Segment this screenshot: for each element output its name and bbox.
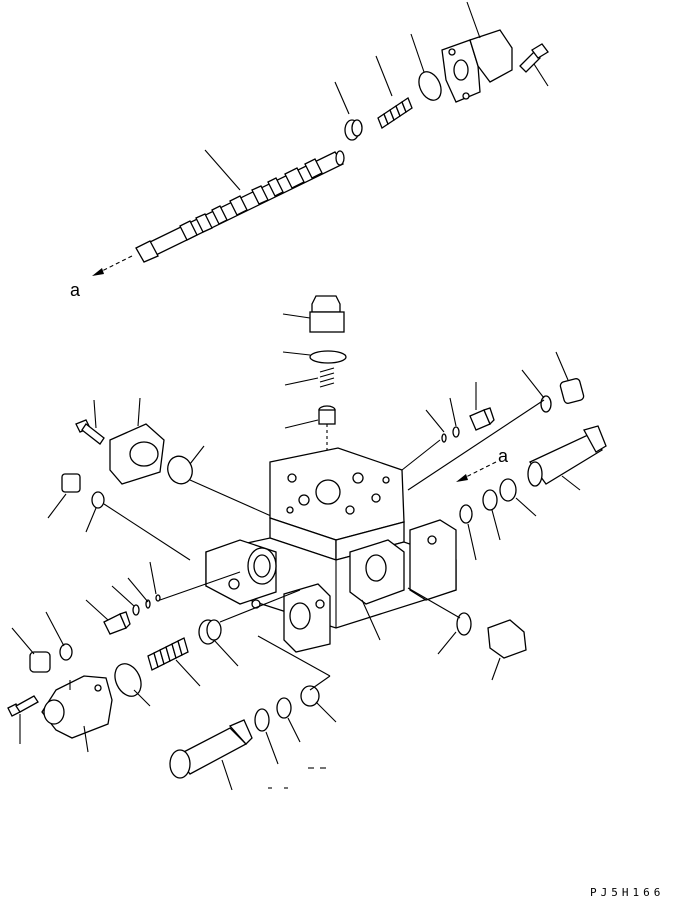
check-valve-plug-lower (169, 719, 253, 779)
leader-lines-right-upper (401, 351, 581, 561)
o-ring-lower-2 (276, 697, 292, 719)
o-ring-lower-1 (254, 708, 270, 732)
lower-retainer (198, 619, 222, 645)
o-ring-right-2 (482, 489, 498, 511)
relief-plug-stack (282, 295, 347, 460)
valve-body (205, 447, 457, 653)
o-ring-fitting-1 (452, 426, 460, 438)
plug-left-lower (29, 651, 51, 673)
o-ring-top (418, 71, 442, 101)
leader-lines-plug (282, 313, 319, 429)
o-ring-right-lower (456, 612, 472, 636)
flange-bolt-left (75, 419, 105, 445)
right-lower-parts (361, 587, 527, 681)
o-ring-right-3 (459, 504, 473, 524)
drawing-code: PJ5H166 (590, 886, 664, 899)
cap-bolt (519, 43, 549, 73)
leader-lines-top (204, 1, 549, 191)
lower-spring (147, 637, 189, 671)
right-upper-parts: a (401, 351, 607, 561)
o-ring-lower-cap (114, 663, 142, 697)
o-ring-flange (167, 455, 193, 485)
plug-top (309, 295, 345, 333)
leader-lines-left-upper (47, 397, 281, 561)
lower-cap-bolt (7, 695, 39, 717)
leader-lines-right-lower (361, 587, 501, 681)
o-ring-right-1 (499, 478, 517, 502)
o-ring-right-top (540, 395, 552, 413)
small-spring (319, 367, 335, 388)
o-ring-fitting-2 (441, 433, 447, 443)
o-ring-fitting-left-1 (132, 604, 140, 616)
spring-case-cap (441, 29, 513, 103)
view-label-a-top: a (70, 280, 81, 300)
view-arrow-right: a (456, 446, 509, 482)
plug-right-top (559, 378, 585, 404)
fitting-right (469, 407, 495, 431)
annotation-marks (268, 767, 326, 789)
leader-lines-left-lower (11, 561, 337, 791)
spool-spring (377, 97, 413, 129)
plug-right-lower (487, 619, 527, 659)
o-ring-small-left (91, 491, 105, 509)
spool-retainer (344, 119, 363, 141)
main-spool (135, 150, 345, 263)
view-arrow-top: a (70, 255, 133, 300)
o-ring-plug (309, 350, 347, 364)
flange-cover (109, 423, 165, 485)
fitting-left (103, 611, 131, 635)
lower-spring-case (41, 675, 113, 739)
o-ring-fitting-left-2 (145, 599, 151, 609)
left-lower-parts (7, 561, 337, 791)
check-valve-plug-right (527, 425, 607, 487)
o-ring-left-lower (59, 643, 73, 661)
o-ring-lower-3 (300, 685, 320, 707)
plug-left (61, 473, 81, 493)
left-upper-parts (47, 397, 281, 561)
o-ring-fitting-left-3 (155, 594, 161, 602)
spool-assembly: a (70, 1, 549, 300)
view-label-a-right: a (498, 446, 509, 466)
